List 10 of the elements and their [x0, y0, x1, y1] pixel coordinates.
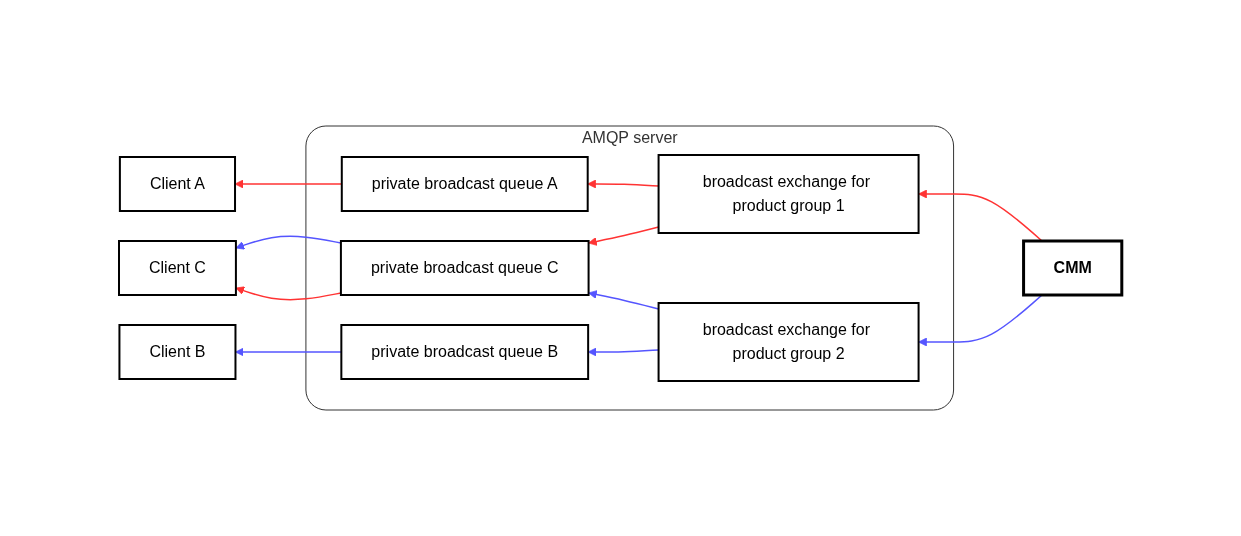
node-box: broadcast exchange for product group 2	[657, 302, 920, 382]
node-box: private broadcast queue B	[340, 324, 590, 380]
node-box: CMM	[1022, 239, 1124, 297]
node-box: Client A	[119, 156, 237, 212]
node-box: Client B	[118, 324, 237, 380]
node-box: Client C	[118, 240, 237, 296]
arrow	[918, 189, 1043, 242]
node-box: private broadcast queue A	[340, 156, 589, 212]
node-box: private broadcast queue C	[340, 240, 590, 296]
node-box: broadcast exchange for product group 1	[657, 154, 920, 234]
